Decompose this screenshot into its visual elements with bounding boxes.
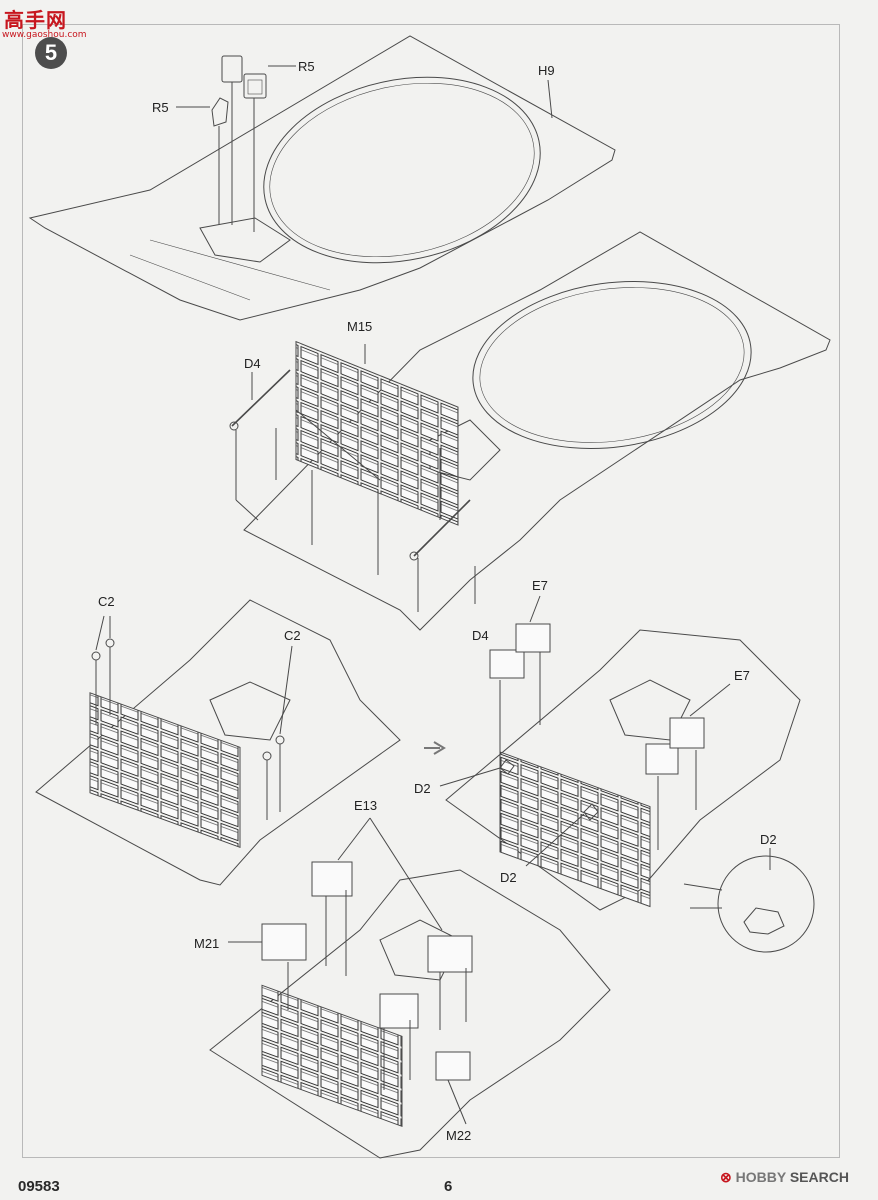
label-d2-detail: D2: [760, 832, 777, 847]
step-number-badge: 5: [35, 37, 67, 69]
detail-bubble-d2: [683, 848, 815, 953]
label-e13: E13: [354, 798, 377, 813]
label-c2-left: C2: [98, 594, 115, 609]
hull-middle: [229, 231, 831, 631]
label-h9: H9: [538, 63, 555, 78]
label-d4-upper: D4: [244, 356, 261, 371]
label-r5-upper: R5: [298, 59, 315, 74]
label-d2-bottom: D2: [500, 870, 517, 885]
footer-product-code: 09583: [18, 1178, 60, 1195]
watermark-logo: 高手网: [4, 8, 67, 32]
label-r5-lower: R5: [152, 100, 169, 115]
label-d4-lower: D4: [472, 628, 489, 643]
label-e7-lower: E7: [734, 668, 750, 683]
hull-lower-left: [35, 599, 401, 886]
footer-brand-watermark: ⊗ HOBBY SEARCH: [720, 1169, 849, 1186]
label-c2-right: C2: [284, 628, 301, 643]
label-d2-left: D2: [414, 781, 431, 796]
footer-page-number: 6: [444, 1178, 453, 1195]
label-e7-upper: E7: [532, 578, 548, 593]
brand-search-text: SEARCH: [789, 1169, 849, 1185]
part-labels: R5 R5 H9 M15 D4 D4 C2 C2 E7 E7 D2 D2 D2 …: [98, 59, 777, 1143]
part-r5-pair: [176, 55, 553, 232]
floor-plate-h9: [28, 35, 616, 321]
watermark-url: www.gaoshou.com: [2, 30, 87, 40]
label-m22: M22: [446, 1128, 471, 1143]
step-arrow: [424, 741, 446, 755]
hull-lower-right: [439, 595, 801, 911]
label-m15: M15: [347, 319, 372, 334]
brand-hobby-text: HOBBY: [735, 1169, 786, 1185]
hull-bottom: [209, 817, 611, 1159]
page-frame: [22, 24, 840, 1158]
label-m21: M21: [194, 936, 219, 951]
brand-mark-icon: ⊗: [720, 1169, 732, 1185]
